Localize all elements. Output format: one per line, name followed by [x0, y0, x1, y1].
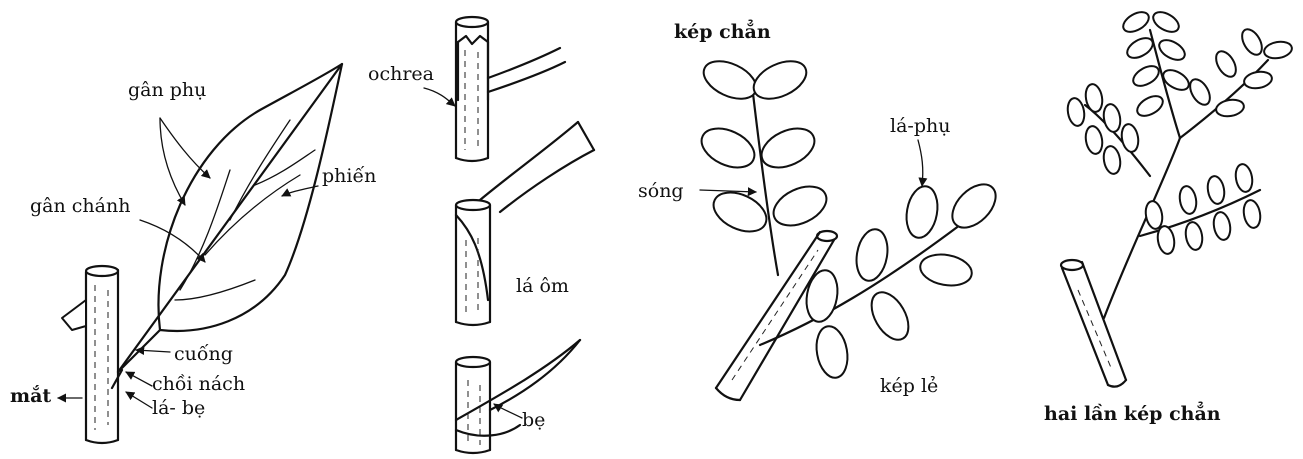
label-kep-le: kép lẻ [880, 375, 938, 397]
label-mat: mắt [10, 385, 51, 407]
sheathing-leaf-drawing [456, 340, 580, 453]
label-hai-lan-kep-chan: hai lần kép chẳn [1044, 400, 1221, 425]
compound-leaf-panel: kép chẳn sóng lá-phụ kép lẻ [638, 18, 1004, 400]
label-la-be: lá- bẹ [152, 397, 205, 419]
axillary-thorn [62, 300, 86, 330]
label-phien: phiến [322, 165, 376, 187]
ochrea-callout [424, 88, 455, 106]
label-ochrea: ochrea [368, 63, 434, 85]
bipinnate-leaf-panel: hai lần kép chẳn [1044, 8, 1293, 425]
label-be: bẹ [522, 409, 545, 431]
label-la-phu: lá-phụ [890, 115, 950, 137]
paripinnate-leaf-drawing [695, 54, 832, 275]
bipinnate-leaf-drawing [1066, 8, 1293, 318]
bipinnate-branch-drawing [1061, 260, 1126, 387]
simple-leaf-drawing [112, 64, 342, 388]
label-song: sóng [638, 180, 684, 202]
stem-drawing [62, 266, 118, 443]
label-kep-chan: kép chẳn [674, 18, 771, 43]
stipule-types-panel: ochrea lá ôm bẹ [368, 17, 594, 453]
label-gan-phu: gân phụ [128, 79, 206, 101]
sheath-callout [494, 404, 522, 418]
label-choi-nach: chồi nách [152, 373, 245, 395]
label-cuong: cuống [174, 343, 233, 365]
ochrea-drawing [456, 17, 565, 161]
label-gan-chanh: gân chánh [30, 195, 130, 217]
simple-leaf-panel: gân phụ gân chánh phiến cuống chồi nách … [10, 64, 376, 443]
label-la-om: lá ôm [516, 275, 569, 297]
